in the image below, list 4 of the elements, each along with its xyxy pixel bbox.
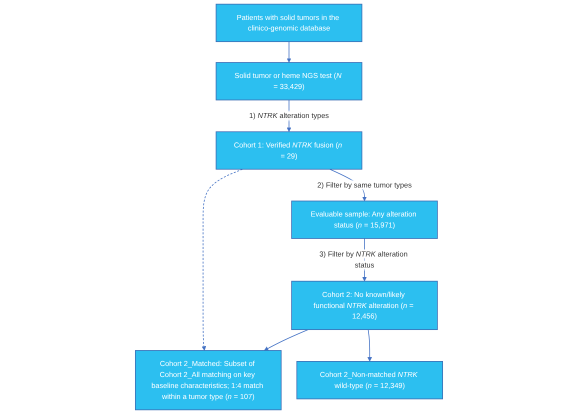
arrow bbox=[202, 168, 243, 351]
arrow bbox=[367, 329, 372, 362]
arrow bbox=[286, 41, 292, 63]
arrow bbox=[264, 329, 308, 351]
